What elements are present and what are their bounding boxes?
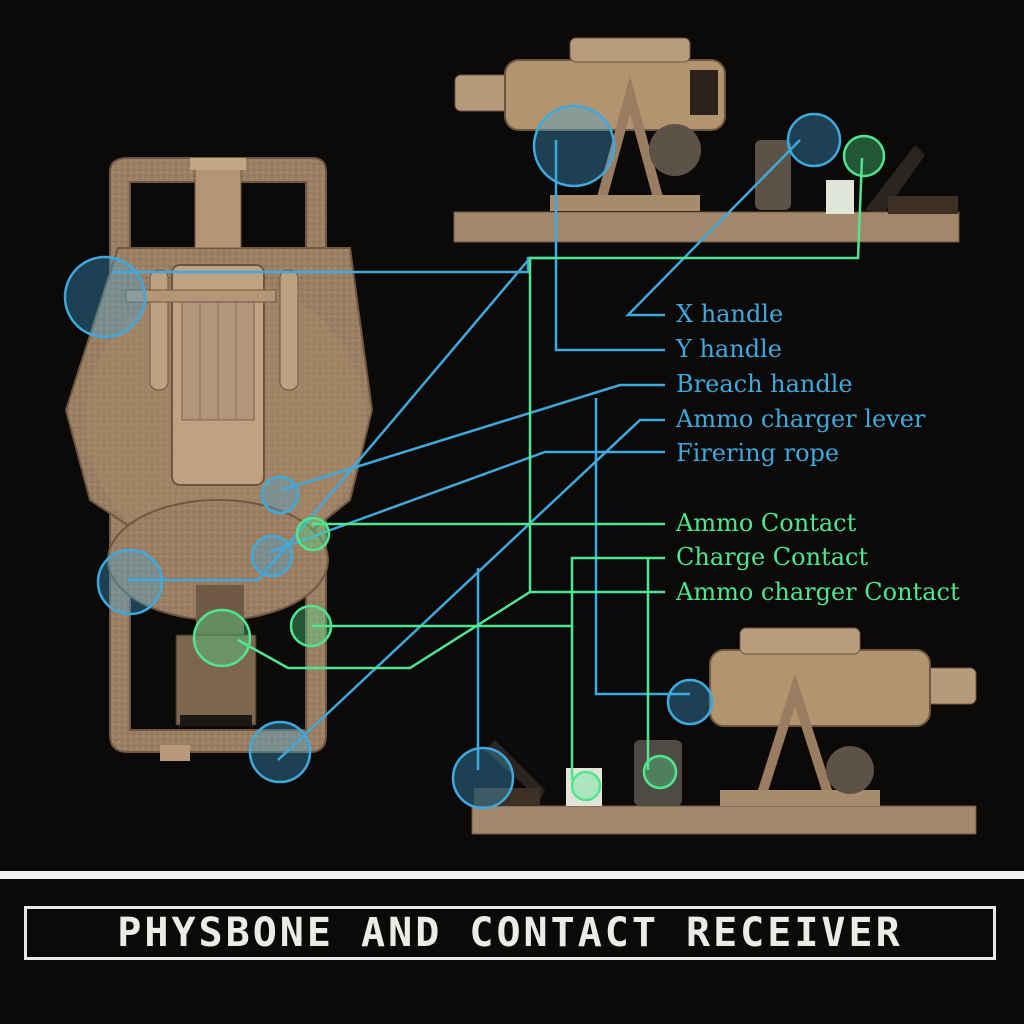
label-x-handle: X handle [676, 300, 784, 328]
label-y-handle: Y handle [676, 335, 782, 363]
connector-x-handle [554, 140, 665, 352]
physbone-markers [63, 104, 842, 810]
marker-contact-top [842, 134, 886, 178]
connector-breach-down [594, 398, 690, 696]
label-breach-handle: Breach handle [676, 370, 853, 398]
marker-wheel-top [532, 104, 616, 188]
marker-charge-contact-left [289, 604, 333, 648]
marker-rope-mid [250, 534, 294, 578]
physbone-connectors [112, 139, 801, 770]
marker-breach-bottom [666, 678, 714, 726]
label-ammo-contact: Ammo Contact [676, 509, 857, 537]
marker-breach-left [260, 475, 300, 515]
connector-ammo-lever [277, 418, 665, 761]
marker-ammo-lever-left [248, 720, 312, 784]
connector-y-handle-lower [128, 257, 531, 582]
marker-rope-bottom [451, 746, 515, 810]
connector-top-green [528, 157, 864, 592]
marker-ammo-contact-left [295, 516, 331, 552]
banner-title: PHYSBONE AND CONTACT RECEIVER [117, 910, 903, 956]
contact-markers [192, 134, 886, 802]
contact-connectors [237, 157, 864, 780]
top-view-model [64, 157, 374, 761]
marker-y-handle-left [63, 255, 147, 339]
label-ammo-charger-contact: Ammo charger Contact [676, 578, 960, 606]
marker-lever-top [786, 112, 842, 168]
label-ammo-charger-lever: Ammo charger lever [676, 405, 926, 433]
marker-ammo-charger-left [192, 608, 252, 668]
connector-ammo-charger-contact [237, 590, 665, 670]
marker-ammo-bottom [570, 770, 602, 802]
connector-firing-rope [269, 450, 665, 554]
label-firering-rope: Firering rope [676, 439, 840, 467]
side-view-bottom-model [471, 627, 977, 835]
marker-firing-rope-left [96, 548, 164, 616]
divider-line [0, 871, 1024, 879]
connector-x-top [625, 139, 801, 317]
side-view-top-model [453, 37, 960, 243]
connector-breach-handle [281, 383, 665, 492]
label-charge-contact: Charge Contact [676, 543, 869, 571]
marker-charge-bottom [642, 754, 678, 790]
title-banner: PHYSBONE AND CONTACT RECEIVER [24, 906, 996, 960]
